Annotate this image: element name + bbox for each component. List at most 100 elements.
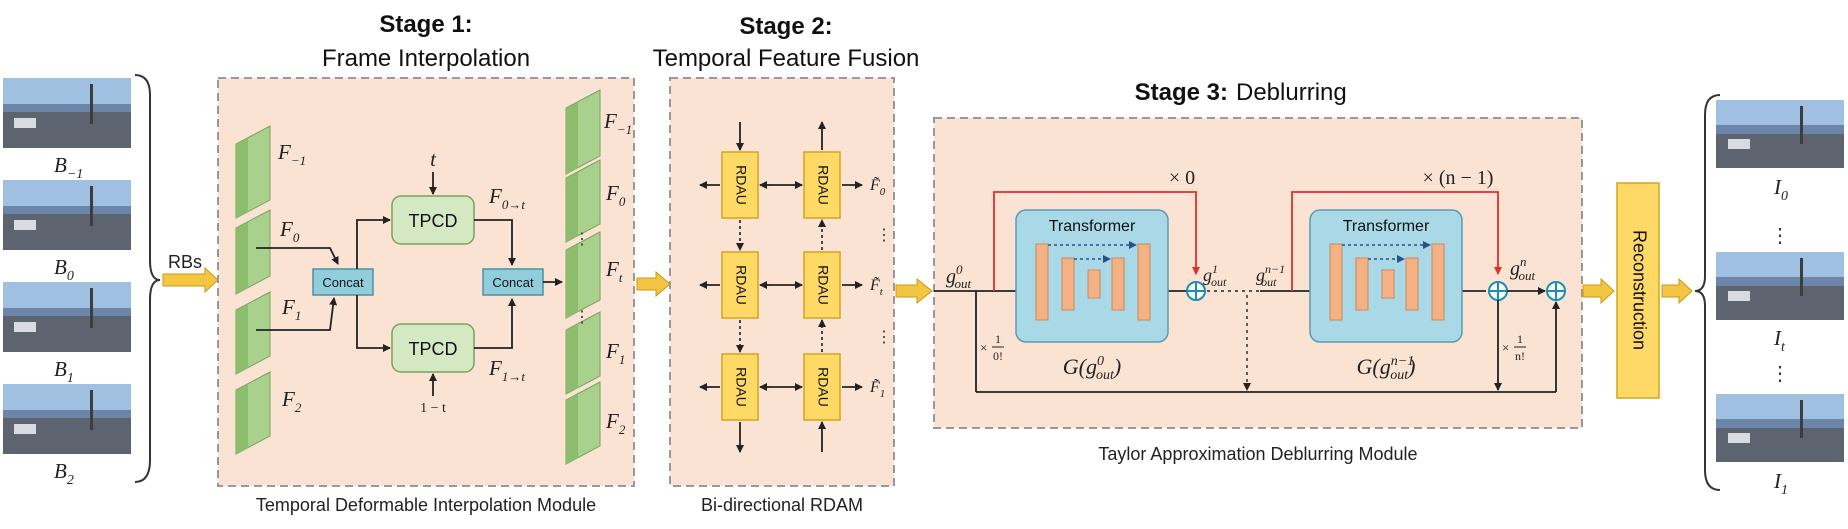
- arrow-stage1-to-2: [636, 270, 671, 298]
- feat-right-f1: [565, 311, 601, 395]
- rbs-label: RBs: [168, 252, 202, 272]
- label-b1: B1: [54, 357, 74, 386]
- rdam-module: [669, 77, 895, 487]
- label-right-ft: Ft: [605, 257, 623, 285]
- transformer-block-1: Transformer: [1015, 209, 1169, 343]
- one-minus-t-label: 1 − t: [420, 401, 446, 416]
- feat-right-f2: [565, 381, 601, 465]
- input-frame-b-1: [3, 78, 131, 148]
- times-zero-label: × 0: [1169, 167, 1195, 189]
- input-frame-b0: [3, 180, 131, 250]
- concat-2-label: Concat: [492, 275, 534, 290]
- stage2-name: Temporal Feature Fusion: [653, 45, 920, 72]
- rdau-grid: RDAU RDAU RDAU RDAU RDAU RDAU: [721, 151, 841, 421]
- transformer-1-label: Transformer: [1049, 218, 1136, 235]
- svg-text:1: 1: [995, 332, 1001, 346]
- label-b-1: B−1: [54, 153, 83, 182]
- times-n-minus-1-label: × (n − 1): [1423, 167, 1494, 189]
- rdam-dots-2: ⋮: [876, 329, 892, 346]
- interp-right-features: [565, 89, 601, 465]
- stage3-name: Deblurring: [1236, 79, 1347, 106]
- label-right-f0: F0: [605, 181, 626, 209]
- feat-left-f0: [235, 209, 271, 295]
- plus-circle-2: [1488, 281, 1508, 301]
- feat-left-f-1: [235, 125, 271, 219]
- arrow-to-outputs: [1661, 277, 1693, 305]
- coef-1-over-0: × 1 0!: [980, 332, 1004, 363]
- arrow-to-reconstruction: [1582, 277, 1615, 305]
- svg-text:RDAU: RDAU: [815, 165, 831, 205]
- label-left-f2: F2: [281, 387, 302, 415]
- concat-1-label: Concat: [322, 275, 364, 290]
- label-b0: B0: [54, 255, 74, 284]
- label-left-f1: F1: [281, 295, 301, 323]
- input-frame-b2: [3, 384, 131, 454]
- interp-module-label: Temporal Deformable Interpolation Module: [256, 495, 596, 515]
- rdau-block-3-1: RDAU: [721, 353, 759, 421]
- svg-text:RDAU: RDAU: [733, 367, 749, 407]
- label-left-f-1: F−1: [277, 140, 306, 168]
- plus-circle-1: [1186, 281, 1206, 301]
- output-frame-i1: [1716, 394, 1844, 462]
- svg-text:n!: n!: [1515, 349, 1525, 363]
- t-label: t: [430, 147, 437, 171]
- input-frames: [3, 78, 131, 454]
- svg-text:1: 1: [1517, 332, 1523, 346]
- input-frame-b1: [3, 282, 131, 352]
- svg-text:RDAU: RDAU: [815, 265, 831, 305]
- label-right-f1: F1: [605, 339, 625, 367]
- rdau-block-2-2: RDAU: [803, 251, 841, 319]
- label-f0t: F0→t: [488, 184, 525, 212]
- plus-circle-3: [1546, 281, 1566, 301]
- rdau-block-3-2: RDAU: [803, 353, 841, 421]
- feat-right-dots-1: ⋮: [574, 231, 590, 248]
- label-b2: B2: [54, 459, 74, 488]
- label-i1: I1: [1773, 469, 1788, 498]
- feat-right-ft: [565, 231, 601, 319]
- rdam-dots-1: ⋮: [876, 227, 892, 244]
- tpcd-top-label: TPCD: [409, 211, 458, 231]
- feat-right-f-1: [565, 89, 601, 175]
- input-labels: B−1 B0 B1 B2: [54, 153, 83, 488]
- reconstruction-label: Reconstruction: [1629, 230, 1649, 350]
- feat-left-f1: [235, 291, 271, 375]
- rdau-block-1-1: RDAU: [721, 151, 759, 219]
- svg-text:×: ×: [1502, 340, 1509, 355]
- rdam-module-label: Bi-directional RDAM: [701, 495, 863, 515]
- output-frame-it: [1716, 252, 1844, 320]
- concat-block-2: [482, 268, 544, 296]
- stage3-number: Stage 3:: [1135, 79, 1228, 106]
- concat-block-1: [312, 268, 374, 296]
- label-it: It: [1773, 326, 1786, 355]
- svg-text:0!: 0!: [993, 349, 1003, 363]
- rdau-block-1-2: RDAU: [803, 151, 841, 219]
- label-left-f0: F0: [279, 217, 300, 245]
- feat-right-dots-2: ⋮: [574, 309, 590, 326]
- label-i0: I0: [1773, 175, 1788, 204]
- arrow-stage2-to-3: [895, 277, 933, 305]
- feat-right-f0: [565, 159, 601, 243]
- arrow-rbs: [162, 266, 219, 294]
- output-dots-2: ⋮: [1770, 363, 1790, 385]
- svg-text:RDAU: RDAU: [733, 165, 749, 205]
- output-frame-i0: [1716, 100, 1844, 168]
- deblur-module-label: Taylor Approximation Deblurring Module: [1098, 444, 1417, 464]
- reconstruction-block: [1616, 182, 1660, 399]
- rdau-block-2-1: RDAU: [721, 251, 759, 319]
- stage2-number: Stage 2:: [739, 13, 832, 40]
- transformer-block-2: Transformer: [1309, 209, 1463, 343]
- stage1-name: Frame Interpolation: [322, 45, 530, 72]
- output-dots-1: ⋮: [1770, 225, 1790, 247]
- feat-left-f2: [235, 371, 271, 455]
- svg-text:RDAU: RDAU: [815, 367, 831, 407]
- output-frames: [1716, 100, 1844, 462]
- label-right-f2: F2: [605, 409, 626, 437]
- output-brace: [1694, 94, 1721, 491]
